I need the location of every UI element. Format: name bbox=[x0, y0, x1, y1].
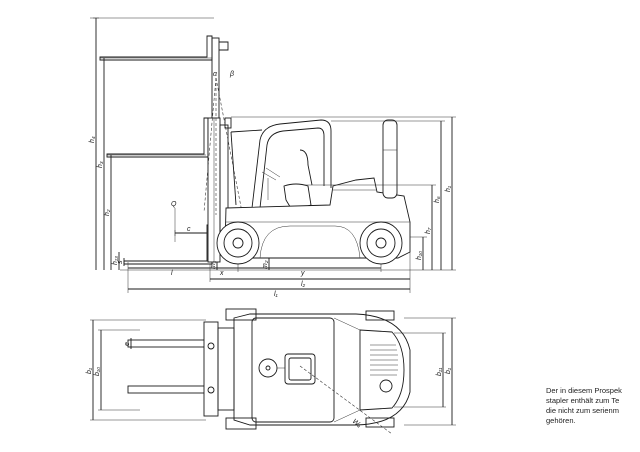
label-h10: h₁₀ bbox=[416, 251, 423, 260]
label-x: x bbox=[219, 270, 224, 277]
side-view: α β h₄ h₃ h₂ h₁₃ s Q c l x y l₂ l₁ m₁ m₂… bbox=[89, 17, 456, 298]
load-centre-dimension bbox=[174, 208, 208, 242]
label-l2: l₂ bbox=[301, 281, 306, 288]
note-line: die nicht zum serienm bbox=[546, 406, 619, 415]
label-q: Q bbox=[171, 201, 177, 208]
label-y: y bbox=[300, 270, 305, 277]
label-h1: h₁ bbox=[445, 185, 452, 192]
width-dimensions-right bbox=[394, 317, 456, 426]
length-dimensions bbox=[127, 252, 411, 293]
disclaimer-note: Der in diesem Prospek stapler enthält zu… bbox=[546, 386, 640, 426]
wheels-top bbox=[225, 308, 395, 430]
label-e: e bbox=[124, 342, 131, 346]
label-b11: b₁₁ bbox=[436, 367, 443, 376]
label-b10: b₁₀ bbox=[94, 367, 101, 376]
note-line: Der in diesem Prospek bbox=[546, 386, 622, 395]
note-line: gehören. bbox=[546, 416, 576, 425]
label-m1: m₁ bbox=[210, 260, 217, 269]
mast-top bbox=[203, 321, 235, 417]
label-b1-left: b₁ bbox=[86, 367, 93, 374]
chassis-top bbox=[233, 313, 411, 426]
turning-radius-line bbox=[299, 365, 393, 435]
label-alpha: α bbox=[213, 71, 218, 78]
right-height-dimensions bbox=[231, 116, 456, 270]
label-l1: l₁ bbox=[274, 291, 279, 298]
label-m2: m₂ bbox=[262, 260, 269, 269]
fork-raised-free-lift bbox=[106, 117, 209, 158]
label-h6: h₆ bbox=[434, 196, 441, 203]
label-h13: h₁₃ bbox=[112, 256, 119, 265]
note-line: stapler enthält zum Te bbox=[546, 396, 620, 405]
fork-lowered bbox=[123, 224, 213, 265]
exhaust-top bbox=[379, 379, 393, 393]
label-s: s bbox=[117, 260, 124, 264]
label-h3: h₃ bbox=[97, 161, 104, 168]
label-b1-right: b₁ bbox=[445, 367, 452, 374]
label-h4: h₄ bbox=[89, 136, 96, 143]
label-beta: β bbox=[229, 71, 234, 78]
left-height-dimensions bbox=[90, 17, 214, 270]
hood-grille bbox=[370, 344, 398, 376]
width-dimensions-left bbox=[90, 319, 206, 421]
steering-wheel-top bbox=[258, 358, 286, 378]
overhead-guard bbox=[230, 119, 332, 209]
seat bbox=[283, 149, 313, 211]
label-c: c bbox=[187, 226, 191, 233]
label-h2: h₂ bbox=[104, 209, 111, 216]
seat-top bbox=[284, 353, 316, 385]
rear-wheel bbox=[359, 221, 403, 265]
mast bbox=[207, 37, 232, 263]
label-wa: Wₐ bbox=[351, 418, 363, 429]
label-h7: h₇ bbox=[425, 227, 432, 234]
front-wheel bbox=[216, 221, 260, 265]
tilt-angle-lines bbox=[203, 77, 243, 215]
exhaust-pipe bbox=[382, 119, 398, 199]
top-view: b₁ b₁₀ e b₁₁ b₁ Wₐ bbox=[86, 308, 456, 435]
forks-top bbox=[127, 339, 209, 394]
label-l: l bbox=[171, 270, 173, 277]
fork-raised-full bbox=[99, 35, 213, 61]
